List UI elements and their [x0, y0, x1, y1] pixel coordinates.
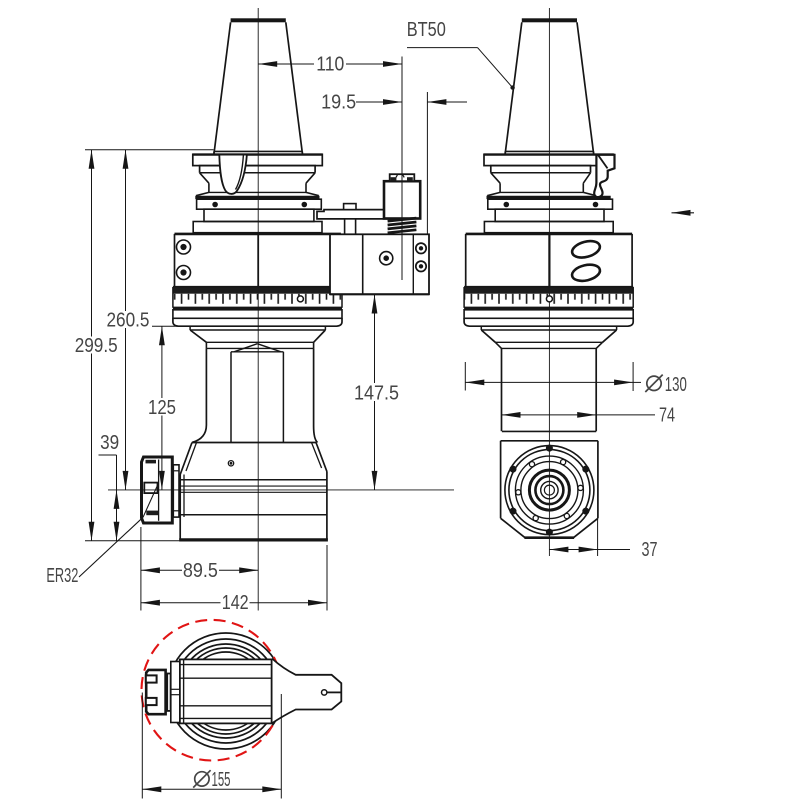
svg-text:BT50: BT50	[407, 19, 446, 41]
svg-text:74: 74	[659, 404, 675, 426]
svg-text:147.5: 147.5	[354, 383, 399, 405]
svg-text:19.5: 19.5	[321, 92, 356, 114]
svg-text:155: 155	[212, 769, 231, 791]
svg-text:130: 130	[665, 374, 687, 396]
svg-text:37: 37	[642, 539, 658, 561]
svg-text:39: 39	[100, 432, 119, 454]
svg-text:125: 125	[148, 397, 176, 419]
svg-text:ER32: ER32	[46, 565, 78, 587]
svg-text:299.5: 299.5	[75, 335, 118, 357]
svg-text:110: 110	[316, 54, 344, 76]
svg-text:260.5: 260.5	[107, 309, 150, 331]
svg-text:142: 142	[222, 592, 249, 614]
svg-text:89.5: 89.5	[183, 560, 218, 582]
